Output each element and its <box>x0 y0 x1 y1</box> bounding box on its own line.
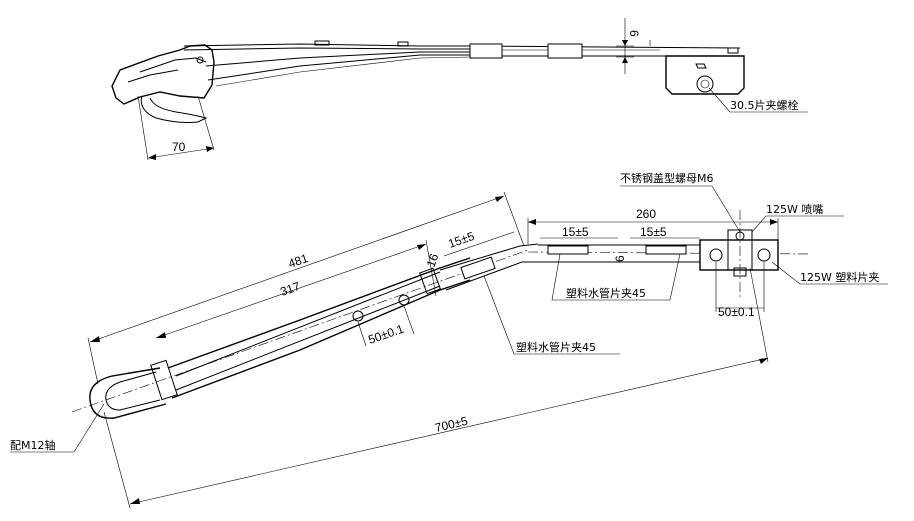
dim-line-317 <box>155 243 427 339</box>
dim-line-481 <box>89 195 505 343</box>
dim-small-6: 6 <box>613 255 627 262</box>
dim-16: 16 <box>424 251 442 269</box>
pivot-collar <box>150 359 178 401</box>
hose-clip-head-1 <box>547 245 589 255</box>
pivot-hook <box>140 95 208 123</box>
top-view: 6 30.5片夹螺栓 70 <box>111 18 808 161</box>
dim-seg1: 15±5 <box>562 225 589 239</box>
hose-clip-top-1 <box>469 43 503 59</box>
nozzle-block <box>665 55 745 95</box>
pivot-head-outline <box>111 44 215 105</box>
arm-hole-2 <box>398 294 410 306</box>
label-bolt: 30.5片夹螺栓 <box>730 98 799 112</box>
dim-width-70: 70 <box>172 140 186 154</box>
dim-clip-pitch: 50±0.1 <box>718 305 755 319</box>
bottom-view: 481 317 16 15±5 50±0.1 260 15±5 15±5 6 <box>10 171 888 509</box>
label-hose-clip-2: 塑料水管片夹45 <box>516 340 596 354</box>
label-shaft: 配M12轴 <box>10 438 56 452</box>
dim-thickness-top: 6 <box>627 30 641 37</box>
dim-hole-pitch-arm: 50±0.1 <box>366 322 405 347</box>
label-nut: 不锈钢盖型螺母M6 <box>620 171 714 185</box>
dim-line-700 <box>129 357 769 505</box>
pivot-head-inner <box>139 57 207 73</box>
dim-481: 481 <box>286 251 310 271</box>
dim-260: 260 <box>636 207 656 221</box>
arm-rivet <box>314 40 330 46</box>
hose-clip-arm <box>460 256 496 280</box>
pivot-hole-icon <box>196 56 204 64</box>
arm-top-rail <box>183 43 470 47</box>
label-plastic-clip: 125W 塑料片夹 <box>800 270 879 284</box>
dim-seg2: 15±5 <box>640 225 667 239</box>
dim-700: 700±5 <box>434 414 470 435</box>
hose-clip-top-2 <box>547 43 583 59</box>
label-nozzle: 125W 喷嘴 <box>766 203 823 216</box>
dim-offset-15: 15±5 <box>446 229 476 251</box>
dim-317: 317 <box>278 279 302 299</box>
hose-clip-head-2 <box>645 245 687 255</box>
arm-body <box>167 257 471 399</box>
bolt-head-icon <box>696 75 714 93</box>
arm-centerline <box>71 249 529 413</box>
label-hose-clip-1: 塑料水管片夹45 <box>566 286 646 300</box>
plastic-clip-block <box>699 239 779 271</box>
arm-hole-1 <box>352 310 364 322</box>
